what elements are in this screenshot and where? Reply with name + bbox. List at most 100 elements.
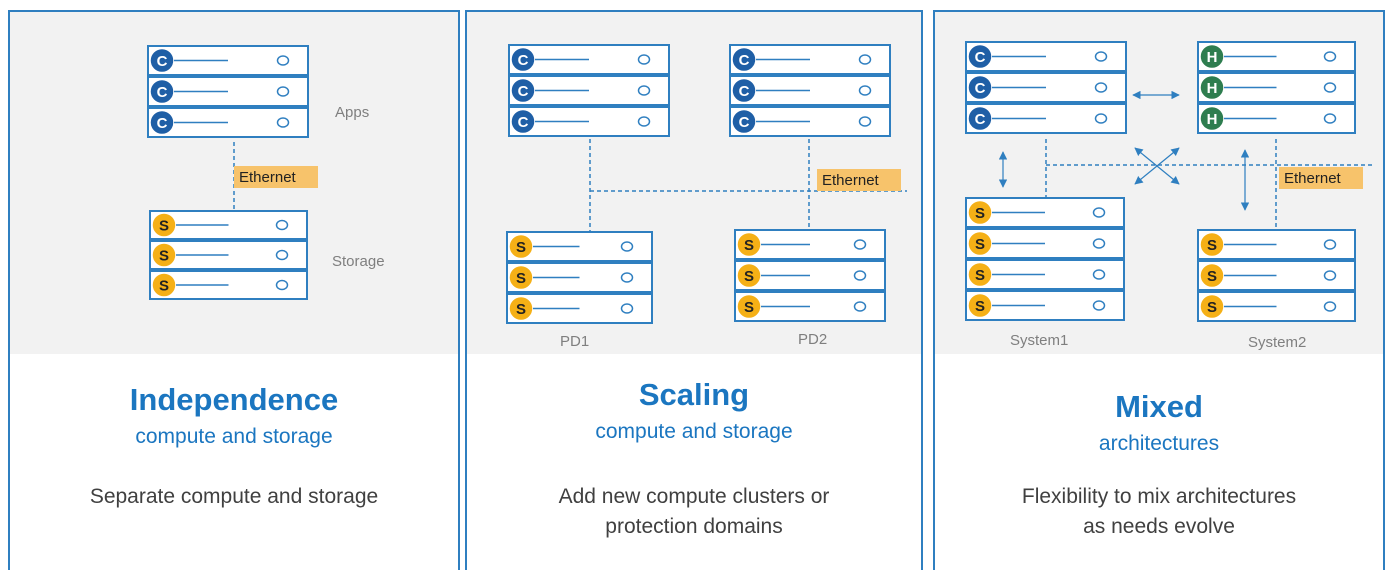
- server-unit-storage: S: [965, 197, 1125, 228]
- storage-badge-letter: S: [1207, 237, 1217, 254]
- storage-badge-letter: S: [744, 268, 754, 285]
- server-unit-hyperconverged: H: [1197, 72, 1356, 103]
- status-led-icon: [275, 279, 289, 291]
- storage-badge-letter: S: [975, 205, 985, 222]
- panel-subtitle: compute and storage: [135, 425, 333, 448]
- storage-badge-letter: S: [744, 237, 754, 254]
- storage-badge-letter: S: [159, 278, 169, 295]
- compute-badge-letter: C: [975, 111, 986, 128]
- ethernet-label: Ethernet: [822, 172, 880, 189]
- ethernet-tag: [1279, 167, 1363, 189]
- status-led-icon: [853, 239, 867, 250]
- status-led-icon: [637, 54, 651, 65]
- status-led-icon: [1323, 51, 1337, 62]
- storage-label: Storage: [332, 253, 385, 270]
- panel-description: Add new compute clusters or protection d…: [467, 482, 921, 542]
- ethernet-tag: [234, 166, 318, 188]
- storage-badge-letter: S: [159, 218, 169, 235]
- status-led-icon: [1092, 269, 1106, 280]
- panel-description: Flexibility to mix architectures as need…: [935, 482, 1383, 542]
- server-unit-storage: S: [734, 229, 886, 260]
- pd2-label: PD2: [798, 331, 827, 348]
- status-led-icon: [1094, 113, 1108, 124]
- storage-badge-letter: S: [1207, 299, 1217, 316]
- status-led-icon: [1092, 238, 1106, 249]
- description-line: protection domains: [605, 515, 783, 538]
- apps-label: Apps: [335, 104, 369, 121]
- pd1-label: PD1: [560, 333, 589, 350]
- server-unit-storage: S: [1197, 291, 1356, 322]
- compute-badge-letter: C: [518, 114, 529, 131]
- description-line: Flexibility to mix architectures: [1021, 485, 1297, 508]
- server-unit-storage: S: [506, 262, 653, 293]
- server-unit-compute: C: [729, 75, 891, 106]
- storage-badge-letter: S: [975, 267, 985, 284]
- storage-badge-letter: S: [159, 248, 169, 265]
- server-unit-compute: C: [147, 107, 309, 138]
- storage-badge-letter: S: [744, 299, 754, 316]
- server-unit-compute: C: [508, 75, 670, 106]
- status-led-icon: [276, 117, 290, 128]
- server-unit-storage: S: [965, 290, 1125, 321]
- server-unit-compute: C: [147, 45, 309, 76]
- server-unit-compute: C: [965, 103, 1127, 134]
- panel-subtitle: architectures: [1098, 432, 1220, 455]
- hyperconverged-badge-letter: H: [1207, 111, 1218, 128]
- storage-badge-letter: S: [516, 270, 526, 287]
- status-led-icon: [858, 54, 872, 65]
- server-unit-compute: C: [508, 44, 670, 75]
- status-led-icon: [637, 85, 651, 96]
- storage-badge-letter: S: [975, 236, 985, 253]
- server-unit-compute: C: [147, 76, 309, 107]
- status-led-icon: [276, 86, 290, 97]
- system1-label: System1: [1010, 332, 1068, 349]
- server-unit-storage: S: [1197, 260, 1356, 291]
- server-unit-storage: S: [734, 260, 886, 291]
- status-led-icon: [1323, 270, 1337, 281]
- compute-badge-letter: C: [975, 80, 986, 97]
- hyperconverged-badge-letter: H: [1207, 80, 1218, 97]
- server-unit-storage: S: [149, 210, 308, 240]
- status-led-icon: [620, 241, 634, 252]
- compute-badge-letter: C: [739, 114, 750, 131]
- server-unit-storage: S: [1197, 229, 1356, 260]
- compute-badge-letter: C: [739, 52, 750, 69]
- server-unit-storage: S: [506, 293, 653, 324]
- server-unit-compute: C: [965, 72, 1127, 103]
- server-unit-hyperconverged: H: [1197, 103, 1356, 134]
- server-unit-storage: S: [149, 270, 308, 300]
- status-led-icon: [1094, 51, 1108, 62]
- status-led-icon: [1323, 239, 1337, 250]
- arrow-diagonal-b: [1134, 147, 1180, 185]
- status-led-icon: [853, 270, 867, 281]
- compute-badge-letter: C: [157, 115, 168, 132]
- status-led-icon: [275, 249, 289, 261]
- panel-title: Independence: [129, 382, 339, 417]
- storage-badge-letter: S: [1207, 268, 1217, 285]
- status-led-icon: [1323, 82, 1337, 93]
- compute-badge-letter: C: [739, 83, 750, 100]
- description-line: Add new compute clusters or: [558, 485, 830, 508]
- server-unit-storage: S: [965, 228, 1125, 259]
- system2-label: System2: [1248, 334, 1306, 351]
- status-led-icon: [620, 272, 634, 283]
- server-unit-storage: S: [734, 291, 886, 322]
- description-line: as needs evolve: [1083, 515, 1235, 538]
- server-unit-storage: S: [149, 240, 308, 270]
- status-led-icon: [620, 303, 634, 314]
- status-led-icon: [858, 116, 872, 127]
- storage-badge-letter: S: [975, 298, 985, 315]
- panel-title: Mixed: [1115, 389, 1203, 424]
- server-unit-storage: S: [965, 259, 1125, 290]
- ethernet-label: Ethernet: [239, 169, 297, 186]
- server-unit-hyperconverged: H: [1197, 41, 1356, 72]
- hyperconverged-badge-letter: H: [1207, 49, 1218, 66]
- server-unit-storage: S: [506, 231, 653, 262]
